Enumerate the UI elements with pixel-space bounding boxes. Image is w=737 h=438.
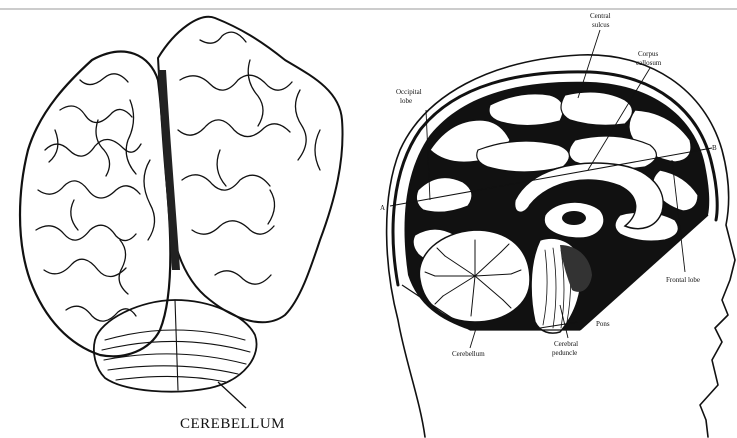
cerebral-peduncle-label-1: Cerebral [554,340,578,348]
central-sulcus-label-1: Central [590,12,611,20]
occipital-lobe-label-2: lobe [400,97,412,105]
cerebellum-label: CEREBELLUM [180,416,285,432]
frontal-lobe-label: Frontal lobe [666,276,700,284]
left-hemisphere-gyri [36,74,155,321]
marker-b-label: B [712,144,717,152]
left-hemisphere [20,52,170,357]
corpus-callosum-label-1: Corpus [638,50,659,58]
ventricle [562,211,586,225]
pons-label: Pons [596,320,610,328]
cerebellum-folia [102,300,250,390]
right-hemisphere [158,17,343,322]
cerebellum-pointer [218,382,246,408]
cerebellum-section-label: Cerebellum [452,350,485,358]
occipital-lobe-label-1: Occipital [396,88,422,96]
central-sulcus-label-2: sulcus [592,21,610,29]
left-brain-figure: CEREBELLUM [20,17,343,432]
right-hemisphere-gyri [178,32,320,284]
corpus-callosum-label-2: callosum [636,59,662,67]
longitudinal-fissure [158,70,180,270]
marker-a-label: A [380,204,385,212]
cerebral-peduncle-label-2: peduncle [552,349,577,357]
right-brain-figure: Central sulcus Corpus callosum Occipital… [380,12,735,437]
